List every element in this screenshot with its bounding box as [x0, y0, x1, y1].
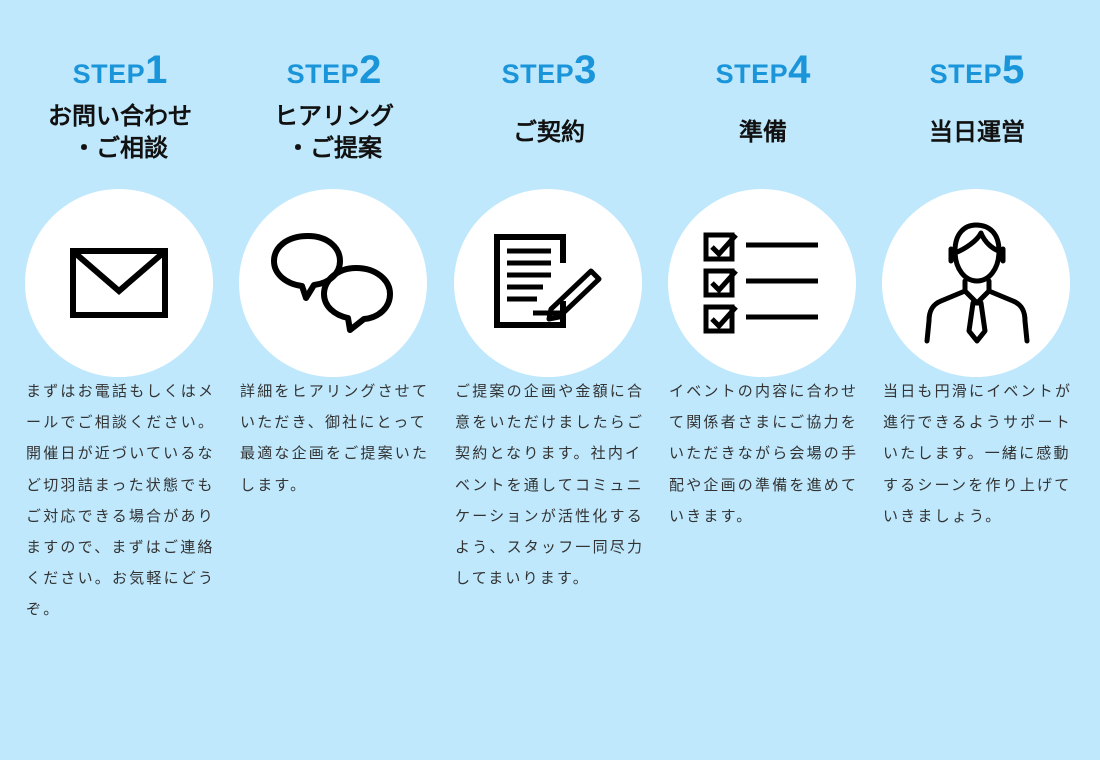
- checklist-icon: [703, 232, 818, 334]
- step-description: ご提案の企画や金額に合意をいただけましたらご契約となります。社内イベントを通して…: [455, 382, 645, 588]
- step-label: STEP5: [882, 48, 1072, 93]
- step-text: STEP: [715, 59, 789, 89]
- contract-pen-icon: [494, 234, 602, 328]
- step-description: イベントの内容に合わせて関係者さまにご協力をいただきながら会場の手配や企画の準備…: [669, 382, 859, 525]
- step-label: STEP3: [454, 48, 644, 93]
- step-number: 3: [574, 48, 597, 92]
- staff-person-icon: [924, 222, 1030, 344]
- speech-bubbles-icon: [271, 233, 393, 333]
- step-number: 4: [788, 48, 811, 92]
- step-number: 2: [359, 48, 382, 92]
- step-number: 5: [1002, 48, 1025, 92]
- icon-circle: [882, 189, 1070, 377]
- step-text: STEP: [501, 59, 575, 89]
- step-label: STEP1: [25, 48, 215, 93]
- step-description: 当日も円滑にイベントが進行できるようサポートいたします。一緒に感動するシーンを作…: [883, 382, 1073, 525]
- icon-circle: [25, 189, 213, 377]
- step-title: ご契約: [513, 118, 585, 146]
- step-text: STEP: [929, 59, 1003, 89]
- step-label: STEP4: [668, 48, 858, 93]
- step-title: ヒアリング ・ご提案: [274, 102, 394, 162]
- step-description: まずはお電話もしくはメールでご相談ください。開催日が近づいているなど切羽詰まった…: [26, 382, 216, 619]
- step-title: 準備: [739, 118, 787, 146]
- icon-circle: [239, 189, 427, 377]
- step-text: STEP: [72, 59, 146, 89]
- step-text: STEP: [286, 59, 360, 89]
- icon-circle: [454, 189, 642, 377]
- step-number: 1: [145, 48, 168, 92]
- step-description: 詳細をヒアリングさせていただき、御社にとって最適な企画をご提案いたします。: [240, 382, 430, 494]
- step-title: お問い合わせ ・ご相談: [48, 102, 192, 162]
- icon-circle: [668, 189, 856, 377]
- step-title: 当日運営: [929, 118, 1025, 146]
- envelope-icon: [70, 248, 168, 318]
- step-label: STEP2: [239, 48, 429, 93]
